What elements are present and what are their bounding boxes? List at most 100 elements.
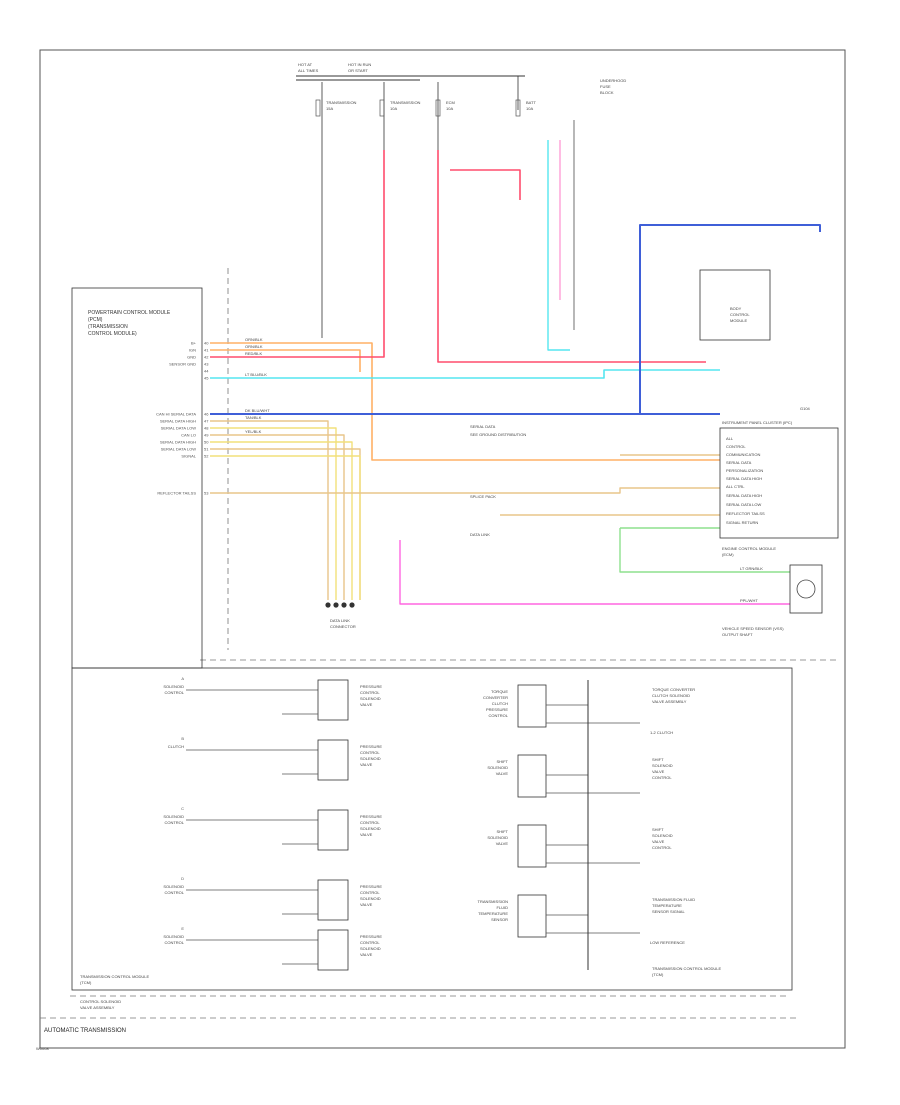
fuse-1: TRANSMISSION 15A <box>315 99 357 117</box>
tcm-bottom-label-1: TRANSMISSION CONTROL MODULE <box>80 974 150 979</box>
right-solenoid-note: VALVE <box>652 839 665 844</box>
splice-pack-terminal <box>341 602 347 608</box>
solenoid-name: SOLENOID <box>360 946 381 951</box>
footer-caption: AUTOMATIC TRANSMISSION <box>44 1028 126 1034</box>
cluster-box <box>719 427 839 539</box>
tcm-pin-code: 41 <box>204 348 209 353</box>
speed-sensor-icon <box>796 579 816 599</box>
tan-wire-5 <box>210 448 361 600</box>
fuse-block-right-label-1: UNDERHOOD <box>600 78 626 83</box>
tcm-pin-code: 51 <box>204 447 209 452</box>
right-solenoid-note: TORQUE CONVERTER <box>652 687 695 692</box>
tan-wire-6 <box>210 455 361 600</box>
right-tag-2: LOW REFERENCE <box>650 940 685 945</box>
body-module-label-3: MODULE <box>730 318 747 323</box>
data-link-label-2: CONNECTOR <box>330 624 356 629</box>
solenoid-name: SOLENOID <box>360 696 381 701</box>
solenoid-circuit: CLUTCH <box>168 744 184 749</box>
solenoid-name: SOLENOID <box>360 896 381 901</box>
fuse-block-label-3: HOT IN RUN <box>348 62 371 67</box>
tcm-bottom-right-label-1: TRANSMISSION CONTROL MODULE <box>652 966 722 971</box>
wire-label: LT BLU/BLK <box>245 372 267 377</box>
tcm-pin-name: CAN LO <box>181 433 196 438</box>
solenoid-circuit: SOLENOID <box>163 684 184 689</box>
red-wire-3 <box>450 169 521 200</box>
left-solenoid: CSOLENOIDCONTROLPRESSURECONTROLSOLENOIDV… <box>163 806 382 851</box>
ecm-label-1: ENGINE CONTROL MODULE <box>722 546 776 551</box>
ecm-label-2: (ECM) <box>722 552 734 557</box>
ecm-signal: SERIAL DATA HIGH <box>726 493 762 498</box>
fuse-4-name: BATT <box>526 100 536 105</box>
tcm-pin-name: SERIAL DATA HIGH <box>160 440 196 445</box>
solenoid-coil <box>317 679 349 721</box>
ecm-signal: SERIAL DATA LOW <box>726 502 761 507</box>
solenoid-circuit: CONTROL <box>164 940 184 945</box>
right-tag-1: 1-2 CLUTCH <box>650 730 673 735</box>
wire-label: RED/BLK <box>245 351 262 356</box>
diagram-frame <box>39 49 846 1049</box>
fuse-2: TRANSMISSION 10A <box>379 99 421 117</box>
tcm-pin-code: 47 <box>204 419 209 424</box>
solenoid-name: VALVE <box>360 832 373 837</box>
red-wire-2 <box>437 150 706 363</box>
right-solenoid-list: TORQUECONVERTERCLUTCHPRESSURECONTROLTORQ… <box>478 684 695 938</box>
splice-pack-terminal <box>349 602 355 608</box>
solenoid-name: VALVE <box>360 702 373 707</box>
tcm-pin-name: IGN <box>189 348 196 353</box>
ecm-signal: ALL CTRL <box>726 484 745 489</box>
tcm-pin-code: 53 <box>204 491 209 496</box>
right-solenoid-name: SOLENOID <box>487 835 508 840</box>
right-solenoid-coil <box>517 684 547 728</box>
tcm-pin-name: REFLECTOR TAILSS <box>157 491 196 496</box>
tcm-pin-name: SIGNAL <box>181 454 196 459</box>
fuse-block-right-label-3: BLOCK <box>600 90 614 95</box>
wire-label: PPL/WHT <box>740 598 758 603</box>
outer-label-2: VALVE ASSEMBLY <box>80 1005 115 1010</box>
right-solenoid-name: TORQUE <box>491 689 508 694</box>
solenoid-pin: A <box>181 676 184 681</box>
fuse-3-rating: 10A <box>446 106 453 111</box>
red-wire-1 <box>210 150 385 358</box>
right-solenoid-name: SENSOR <box>491 917 508 922</box>
wire-note-3: DATA LINK <box>470 532 490 537</box>
left-solenoid-list: ASOLENOIDCONTROLPRESSURECONTROLSOLENOIDV… <box>163 676 382 971</box>
wire-label: YEL/BLK <box>245 429 262 434</box>
solenoid-circuit: CONTROL <box>164 820 184 825</box>
speed-sensor-box <box>789 564 823 614</box>
right-solenoid: SHIFTSOLENOIDVALVESHIFTSOLENOIDVALVECONT… <box>487 824 673 868</box>
tcm-title-line-4: CONTROL MODULE) <box>88 331 137 337</box>
fuse-1-name: TRANSMISSION <box>326 100 357 105</box>
solenoid-pin: C <box>181 806 184 811</box>
solenoid-name: PRESSURE <box>360 814 382 819</box>
solenoid-name: PRESSURE <box>360 884 382 889</box>
cluster-signal: SERIAL DATA HIGH <box>726 476 762 481</box>
orange-wire-2 <box>210 349 361 372</box>
tcm-title-line-3: (TRANSMISSION <box>88 324 128 330</box>
tcm-pin-name: SERIAL DATA LOW <box>161 426 196 431</box>
solenoid-name: SOLENOID <box>360 756 381 761</box>
solenoid-name: CONTROL <box>360 820 380 825</box>
tan-wire-1 <box>210 420 329 600</box>
tcm-lower-box <box>71 667 793 991</box>
tcm-left-box <box>71 287 203 669</box>
solenoid-name: PRESSURE <box>360 744 382 749</box>
magenta-wire-1 <box>399 540 790 605</box>
tcm-pin-code: 44 <box>204 369 209 374</box>
solenoid-name: CONTROL <box>360 940 380 945</box>
fuse-block-label-4: OR START <box>348 68 368 73</box>
right-solenoid-name: SOLENOID <box>487 765 508 770</box>
outer-label-1: CONTROL SOLENOID <box>80 999 121 1004</box>
tan-wire-3 <box>210 434 345 600</box>
cluster-signal: CONTROL <box>726 444 746 449</box>
wire-note-4: SEE GROUND DISTRIBUTION <box>470 432 526 437</box>
fuse-1-symbol <box>315 99 321 117</box>
wire-note-2: SPLICE PACK <box>470 494 496 499</box>
tcm-pin-name: CAN HI SERIAL DATA <box>156 412 196 417</box>
fuse-block-label-1: HOT AT <box>298 62 313 67</box>
solenoid-name: VALVE <box>360 762 373 767</box>
left-solenoid: DSOLENOIDCONTROLPRESSURECONTROLSOLENOIDV… <box>163 876 382 921</box>
right-solenoid-name: TEMPERATURE <box>478 911 508 916</box>
fuse-4-symbol <box>515 99 521 117</box>
